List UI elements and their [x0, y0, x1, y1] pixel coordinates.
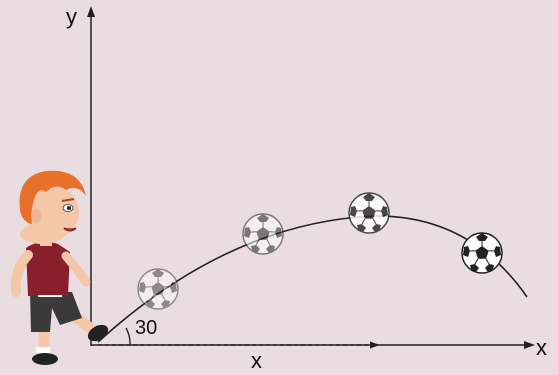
x-axis-label: x: [536, 335, 547, 360]
range-distance-label: x: [251, 348, 262, 373]
soccer-ball-icon: [242, 213, 284, 255]
launch-angle-arc: [125, 327, 131, 346]
range-arrow: [98, 341, 380, 349]
boy-kicking-figure: [10, 170, 109, 365]
y-axis-label: y: [66, 4, 77, 29]
launch-angle-label: 30: [135, 317, 157, 339]
y-axis-arrowhead: [87, 6, 95, 17]
soccer-ball-icon: [137, 268, 179, 310]
y-axis: [87, 6, 95, 346]
soccer-ball-icon: [348, 192, 390, 234]
x-axis-arrowhead: [524, 341, 535, 349]
soccer-ball-icon: [461, 232, 503, 274]
